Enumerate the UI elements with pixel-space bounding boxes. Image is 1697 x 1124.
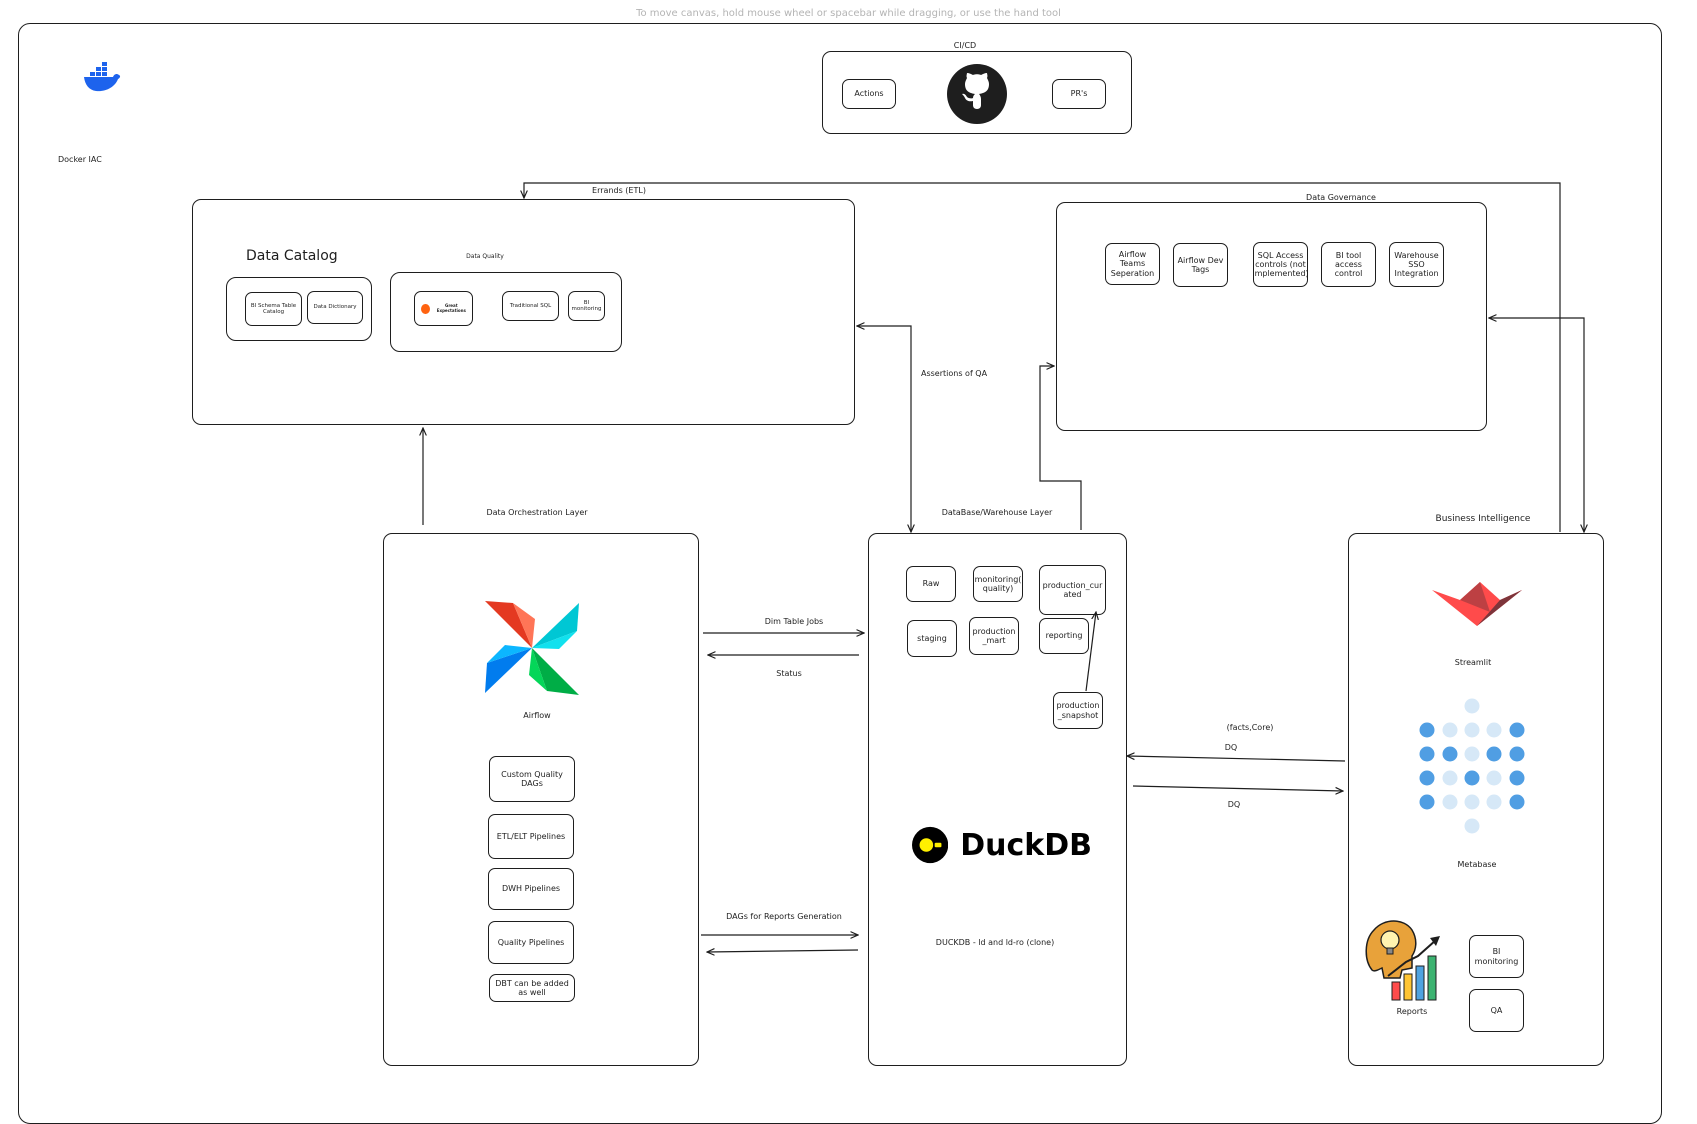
great-expectations-box[interactable]: Great Expectations: [414, 291, 473, 326]
data-catalog-container[interactable]: [192, 199, 855, 425]
bi-title: Business Intelligence: [1435, 514, 1531, 524]
dq-out-label: DQ: [1227, 800, 1241, 809]
great-expectations-label: Great Expectations: [436, 302, 466, 313]
gov-bi-edge: [1489, 318, 1584, 532]
dbt-box[interactable]: DBT can be added as well: [489, 974, 575, 1002]
orchestration-container[interactable]: [383, 533, 699, 1066]
schema-production-mart-box[interactable]: production _mart: [969, 617, 1019, 655]
docker-label: Docker IAC: [58, 155, 102, 164]
orchestration-title: Data Orchestration Layer: [486, 508, 588, 517]
bi-container[interactable]: [1348, 533, 1604, 1066]
schema-raw-box[interactable]: Raw: [906, 566, 956, 602]
gov-airflow-teams-box[interactable]: Airflow Teams Seperation: [1105, 243, 1160, 285]
canvas-hint: To move canvas, hold mouse wheel or spac…: [636, 8, 1061, 19]
docker-whale-icon: [82, 62, 122, 94]
custom-quality-dags-box[interactable]: Custom Quality DAGs: [489, 756, 575, 802]
schema-production-snapshot-box[interactable]: production _snapshot: [1053, 692, 1103, 729]
warehouse-container[interactable]: [868, 533, 1127, 1066]
facts-core-label: (facts,Core): [1226, 723, 1274, 732]
bi-monitoring-box[interactable]: BI monitoring: [568, 291, 605, 321]
data-governance-container[interactable]: [1056, 202, 1487, 431]
duckdb-caption: DUCKDB - ld and ld-ro (clone): [935, 938, 1055, 947]
gov-warehouse-sso-box[interactable]: Warehouse SSO Integration: [1389, 242, 1444, 287]
assertions-label: Assertions of QA: [921, 369, 988, 378]
cicd-title: CI/CD: [953, 41, 977, 50]
assertions-edge: [857, 326, 911, 532]
bi-schema-catalog-box[interactable]: BI Schema Table Catalog: [245, 292, 302, 326]
metabase-label: Metabase: [1457, 860, 1497, 869]
actions-box[interactable]: Actions: [842, 79, 896, 109]
traditional-sql-box[interactable]: Traditional SQL: [502, 291, 559, 321]
dwh-pipelines-box[interactable]: DWH Pipelines: [488, 868, 574, 910]
data-dictionary-box[interactable]: Data Dictionary: [307, 291, 363, 324]
gov-bi-tool-access-box[interactable]: BI tool access control: [1321, 242, 1376, 287]
schema-production-curated-box[interactable]: production_curated: [1039, 565, 1106, 615]
schema-monitoring-box[interactable]: monitoring( quality): [973, 566, 1023, 602]
dq-out-edge: [1132, 785, 1343, 791]
github-icon: [946, 63, 1008, 125]
gov-airflow-dev-tags-box[interactable]: Airflow Dev Tags: [1173, 243, 1228, 287]
great-expectations-icon: [421, 303, 430, 314]
data-quality-group[interactable]: [390, 272, 622, 352]
snapshot-to-curated-edge: [1085, 612, 1096, 692]
dq-in-label: DQ: [1224, 743, 1238, 752]
qa-tile[interactable]: QA: [1469, 989, 1524, 1032]
airflow-label: Airflow: [523, 711, 551, 720]
warehouse-to-gov-edge: [1039, 366, 1082, 530]
reports-icon: [1362, 910, 1452, 1002]
metabase-icon: [1419, 698, 1525, 842]
duckdb-wordmark: DuckDB: [960, 827, 1092, 863]
gov-sql-access-box[interactable]: SQL Access controls (not implemented): [1252, 242, 1309, 287]
errands-edge: [524, 182, 1561, 532]
reports-label: Reports: [1396, 1007, 1428, 1016]
status-label: Status: [776, 669, 802, 678]
cicd-container[interactable]: [822, 51, 1132, 134]
dq-in-edge: [1127, 756, 1346, 762]
bi-monitoring-tile[interactable]: BI monitoring: [1469, 935, 1524, 978]
etl-elt-pipelines-box[interactable]: ETL/ELT Pipelines: [488, 814, 574, 859]
data-governance-title: Data Governance: [1306, 193, 1376, 202]
dags-reports-return-edge: [707, 950, 859, 952]
prs-box[interactable]: PR's: [1052, 79, 1106, 109]
duckdb-logo: DuckDB: [912, 819, 1092, 871]
errands-label: Errands (ETL): [592, 186, 646, 195]
schema-reporting-box[interactable]: reporting: [1039, 618, 1089, 654]
dags-reports-label: DAGs for Reports Generation: [726, 912, 842, 921]
data-catalog-title: Data Catalog: [246, 248, 338, 264]
streamlit-label: Streamlit: [1454, 658, 1492, 667]
warehouse-title: DataBase/Warehouse Layer: [941, 508, 1053, 517]
quality-pipelines-box[interactable]: Quality Pipelines: [488, 921, 574, 964]
schema-staging-box[interactable]: staging: [907, 620, 957, 657]
data-quality-title: Data Quality: [466, 253, 504, 260]
dim-jobs-label: Dim Table Jobs: [764, 617, 824, 626]
streamlit-icon: [1430, 582, 1524, 628]
catalog-items-group[interactable]: [226, 277, 372, 341]
airflow-pinwheel-icon: [485, 601, 579, 695]
duckdb-icon: [912, 826, 949, 864]
